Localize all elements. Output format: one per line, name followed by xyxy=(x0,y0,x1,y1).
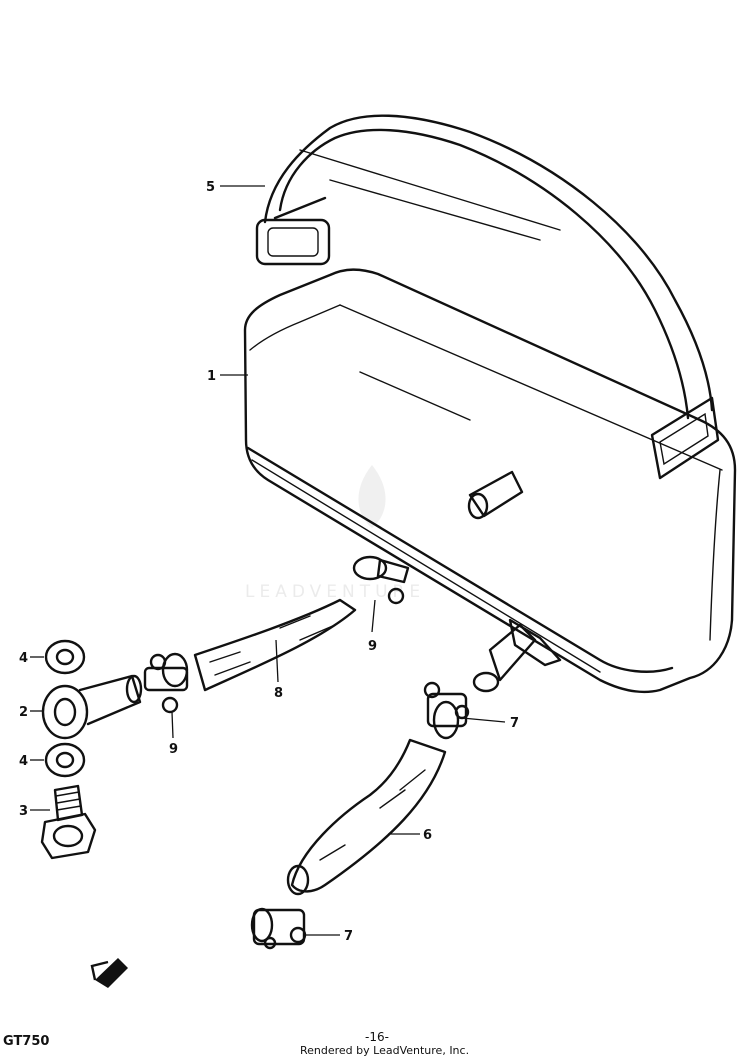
upper-hose-part xyxy=(193,598,357,692)
lower-hose-clamp-part xyxy=(250,907,307,950)
callout-5: 5 xyxy=(206,180,215,195)
upper-clamp-part xyxy=(352,555,410,605)
callout-1: 1 xyxy=(207,369,216,384)
model-code: GT750 xyxy=(3,1034,50,1049)
callout-9-lower: 9 xyxy=(169,742,178,757)
union-bolt-part xyxy=(40,784,97,860)
strap-part xyxy=(255,114,720,480)
watermark-text: LEADVENTURE xyxy=(245,582,425,602)
leader-lines xyxy=(30,185,506,936)
upper-hose-clamp-part xyxy=(423,681,470,740)
callout-4-lower: 4 xyxy=(19,754,28,769)
callout-2: 2 xyxy=(19,705,28,720)
lower-hose-part xyxy=(286,738,447,896)
callout-6: 6 xyxy=(423,828,432,843)
callout-7-lower: 7 xyxy=(344,929,353,944)
upper-washer-part xyxy=(44,639,86,675)
banjo-fitting-part xyxy=(41,674,143,740)
page-number: -16- xyxy=(365,1030,389,1044)
rendered-by-credit: Rendered by LeadVenture, Inc. xyxy=(300,1044,470,1057)
tank-part xyxy=(243,268,737,694)
lower-clamp-part xyxy=(143,652,189,714)
callout-9-upper: 9 xyxy=(368,639,377,654)
lower-washer-part xyxy=(44,742,86,778)
callout-4-upper: 4 xyxy=(19,651,28,666)
callout-7-upper: 7 xyxy=(510,716,519,731)
front-direction-arrow-icon xyxy=(90,958,128,988)
callout-3: 3 xyxy=(19,804,28,819)
watermark: LEADVENTURE xyxy=(245,465,425,602)
callout-8: 8 xyxy=(274,686,283,701)
